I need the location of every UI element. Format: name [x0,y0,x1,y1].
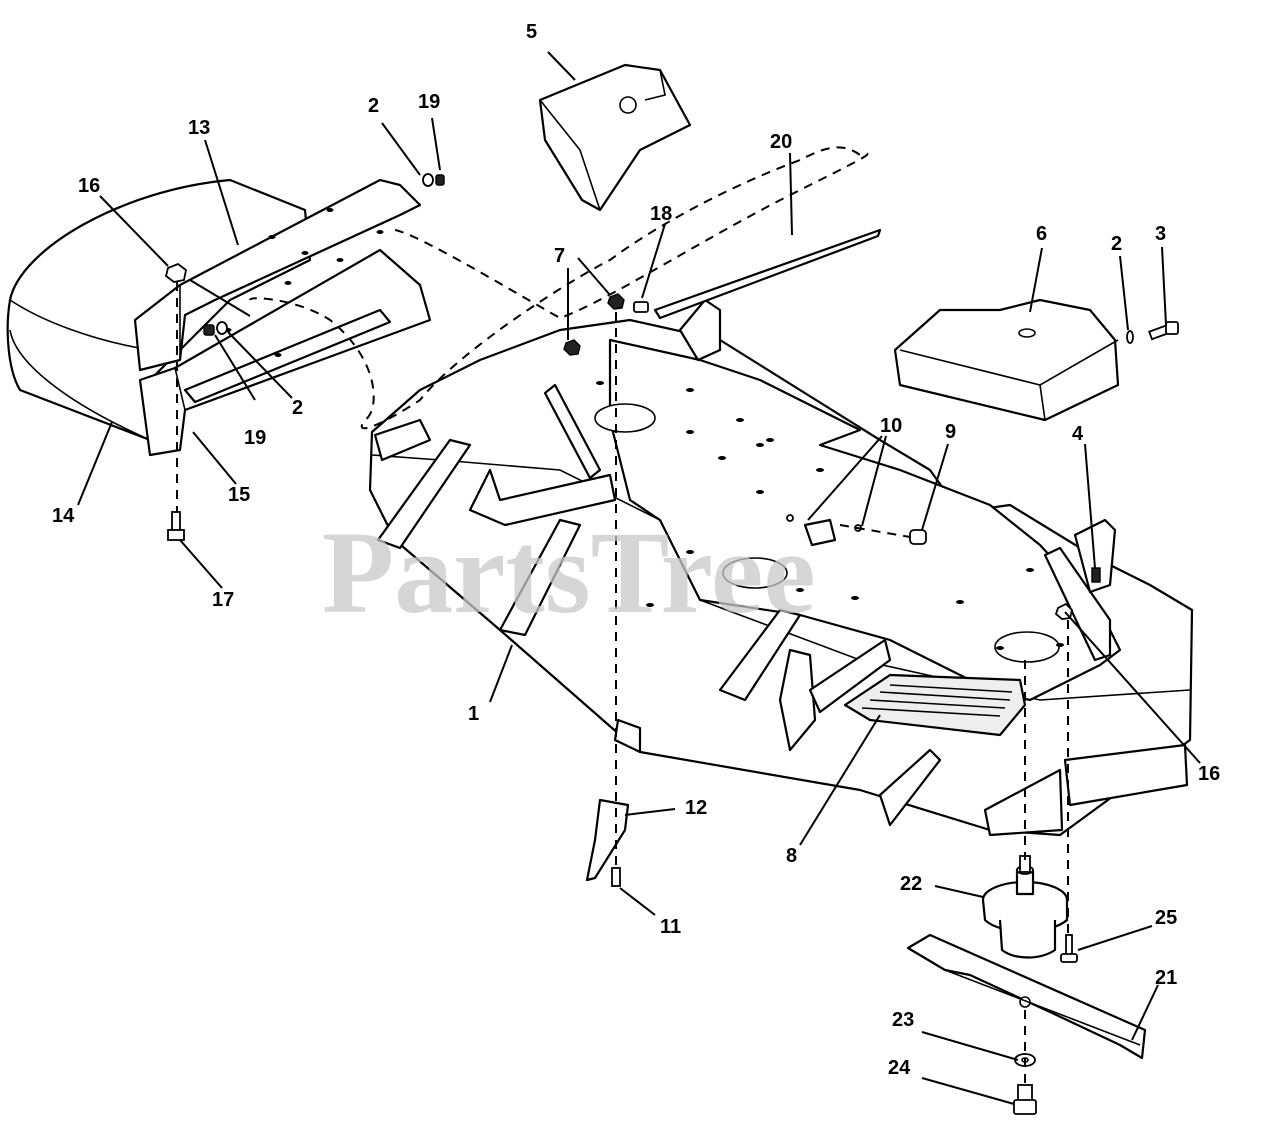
callout-19-top: 19 [418,91,440,113]
plate-holes [596,381,1064,650]
callout-2-left: 2 [292,397,303,419]
chute-slots [224,208,384,357]
spindle-opening-right [994,631,1060,663]
callout-3: 3 [1155,223,1166,245]
callout-13: 13 [188,117,210,139]
callout-4: 4 [1072,423,1084,445]
callout-8: 8 [786,845,797,867]
callout-6: 6 [1036,223,1047,245]
mower-blade [906,933,1147,1060]
callout-12: 12 [685,797,707,819]
callout-2-top: 2 [368,95,379,117]
callout-24: 24 [888,1057,911,1079]
callout-25: 25 [1155,907,1177,929]
callout-18: 18 [650,203,672,225]
discharge-chute-assembly [6,178,432,457]
belt-shield-20 [653,228,882,320]
callout-16-left: 16 [78,175,100,197]
spindle-opening-left [594,403,656,433]
belt-cover-5 [538,63,692,212]
callout-22: 22 [900,873,922,895]
callout-labels: 1 2 2 2 3 4 5 6 7 8 9 10 11 12 13 14 15 … [52,21,1220,1079]
spindle-assembly [981,855,1069,959]
callout-1: 1 [468,703,479,725]
callout-5: 5 [526,21,537,43]
watermark-text: PartsTree [322,507,816,638]
callout-16-right: 16 [1198,763,1220,785]
callout-20: 20 [770,131,792,153]
callout-17: 17 [212,589,234,611]
callout-19-left: 19 [244,427,266,449]
deck-bracket-12 [585,798,630,882]
callout-15: 15 [228,484,250,506]
spindle-cover-6 [893,298,1120,422]
callout-21: 21 [1155,967,1177,989]
callout-2-right: 2 [1111,233,1122,255]
callout-23: 23 [892,1009,914,1031]
hardware [164,173,1179,1115]
leader-lines [77,51,1201,1105]
spindle-opening-center [722,557,788,589]
baffle-vent-lines [861,684,1013,717]
callout-9: 9 [945,421,956,443]
assembly-lines [176,282,1069,1085]
callout-14: 14 [52,505,75,527]
callout-10: 10 [880,415,902,437]
callout-11: 11 [660,916,681,938]
mower-deck [368,298,1194,837]
callout-7: 7 [554,245,565,267]
